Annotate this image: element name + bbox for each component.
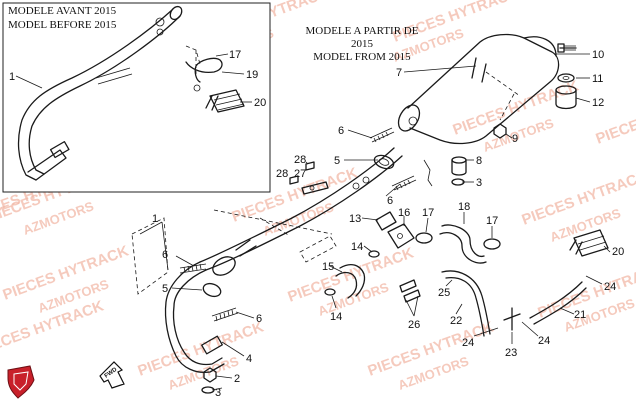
callouts: 10 11 12 7 9 6 5 8 3 28 28 27 6 1 13 16 … [152, 49, 624, 399]
main-title-fr: MODELE A PARTIR DE [306, 25, 419, 37]
callout-5-b[interactable]: 5 [162, 283, 168, 295]
spring-hook-8[interactable] [423, 159, 433, 187]
inset-before-2015: MODELE AVANT 2015 MODEL BEFORE 2015 [2, 2, 271, 193]
callout-26[interactable]: 26 [408, 319, 420, 331]
bolt-28a[interactable] [305, 161, 315, 171]
mount-bolt-10[interactable] [557, 43, 577, 53]
rubber-mount-12[interactable] [555, 85, 577, 110]
spring-6a[interactable] [369, 127, 395, 143]
callout-24-b[interactable]: 24 [538, 335, 550, 347]
clamp-20[interactable] [569, 229, 609, 257]
tee-23[interactable] [503, 307, 521, 331]
callout-14-a[interactable]: 14 [351, 241, 363, 253]
clamp-17a[interactable] [415, 232, 433, 244]
callout-9[interactable]: 9 [512, 133, 518, 145]
inset-clamp-19 [185, 45, 223, 92]
callout-6-d[interactable]: 6 [256, 313, 262, 325]
clamp-17b[interactable] [483, 238, 501, 250]
hose-22[interactable] [441, 270, 491, 337]
callout-24-a[interactable]: 24 [462, 337, 474, 349]
callout-28-a[interactable]: 28 [294, 154, 306, 166]
main-title-en: MODEL FROM 2015 [313, 51, 411, 63]
callout-1[interactable]: 1 [152, 213, 158, 225]
hose-18[interactable] [439, 224, 487, 264]
bracket-13[interactable] [375, 211, 397, 231]
inset-clamp-20 [205, 89, 245, 113]
callout-15[interactable]: 15 [322, 261, 334, 273]
callout-14-b[interactable]: 14 [330, 311, 342, 323]
leader-inset-17 [215, 53, 229, 57]
callout-6-a[interactable]: 6 [338, 125, 344, 137]
dash-outline-1 [131, 217, 169, 295]
callout-28-b[interactable]: 28 [276, 168, 288, 180]
callout-inset-17[interactable]: 17 [229, 49, 241, 61]
leader-inset-19 [221, 71, 245, 75]
callout-6-b[interactable]: 6 [387, 195, 393, 207]
shield-logo-icon [7, 365, 35, 399]
washer-11[interactable] [557, 73, 575, 83]
bolt-28b[interactable] [289, 175, 299, 185]
watermark-brand: PIECES HYTRACK [594, 86, 636, 147]
callout-13[interactable]: 13 [349, 213, 361, 225]
callout-17-a[interactable]: 17 [422, 207, 434, 219]
inset-title-en: MODEL BEFORE 2015 [8, 19, 117, 31]
callout-4[interactable]: 4 [246, 353, 252, 365]
callout-2[interactable]: 2 [234, 373, 240, 385]
callout-22[interactable]: 22 [450, 315, 462, 327]
callout-inset-1[interactable]: 1 [9, 71, 15, 83]
callout-inset-19[interactable]: 19 [246, 69, 258, 81]
main-header: MODELE A PARTIR DE 2015 MODEL FROM 2015 [306, 25, 419, 63]
washer-14a[interactable] [368, 250, 380, 258]
inset-title-fr: MODELE AVANT 2015 [8, 5, 117, 17]
spring-6c[interactable] [179, 263, 207, 274]
fwd-arrow-icon: FWD [99, 361, 125, 389]
clamps-26[interactable] [399, 279, 421, 303]
mount-rubber-8[interactable] [451, 156, 467, 176]
inset-frame [2, 2, 271, 193]
callout-16[interactable]: 16 [398, 207, 410, 219]
callout-24-c[interactable]: 24 [604, 281, 616, 293]
callout-3-b[interactable]: 3 [215, 387, 221, 399]
callout-21[interactable]: 21 [574, 309, 586, 321]
gasket-5b[interactable] [201, 281, 222, 298]
callout-12[interactable]: 12 [592, 97, 604, 109]
bracket-16[interactable] [387, 223, 415, 249]
spring-6d[interactable] [211, 307, 239, 322]
leader-inset-1 [15, 75, 43, 89]
callout-8[interactable]: 8 [476, 155, 482, 167]
hose-15[interactable] [335, 263, 366, 299]
callout-25[interactable]: 25 [438, 287, 450, 299]
callout-6-c[interactable]: 6 [162, 249, 168, 261]
main-title-year: 2015 [351, 38, 374, 50]
callout-18[interactable]: 18 [458, 201, 470, 213]
dash-connectors [213, 209, 333, 237]
callout-20[interactable]: 20 [612, 246, 624, 258]
spring-6b[interactable] [391, 175, 417, 191]
washer-14b[interactable] [324, 288, 336, 296]
gasket-5a[interactable] [373, 153, 396, 171]
callout-5-a[interactable]: 5 [334, 155, 340, 167]
callout-7[interactable]: 7 [396, 67, 402, 79]
bracket-27[interactable] [301, 181, 329, 195]
exhaust-pipe-main[interactable] [164, 147, 403, 374]
inset-exhaust-pipe [17, 5, 183, 181]
callout-11[interactable]: 11 [592, 73, 603, 85]
callout-27[interactable]: 27 [294, 168, 306, 180]
nut-2[interactable] [203, 367, 217, 383]
leader-lines [139, 53, 611, 391]
callout-17-b[interactable]: 17 [486, 215, 498, 227]
callout-3-a[interactable]: 3 [476, 177, 482, 189]
callout-23[interactable]: 23 [505, 347, 517, 359]
muffler[interactable] [394, 33, 560, 145]
callout-10[interactable]: 10 [592, 49, 604, 61]
callout-inset-20[interactable]: 20 [254, 97, 266, 109]
dash-outline-15 [299, 235, 337, 263]
